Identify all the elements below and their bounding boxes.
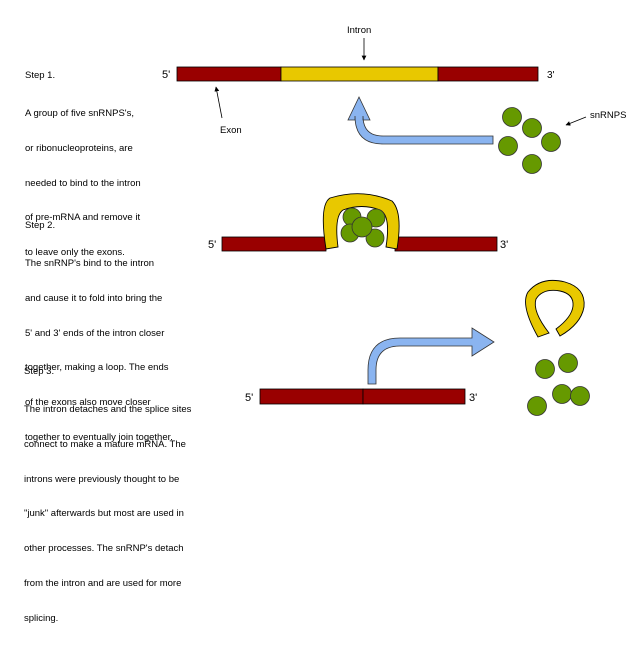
step-2-line: and cause it to fold into bring the [25,292,163,304]
step-1-line: or ribonucleoproteins, are [25,142,133,154]
intron-loop [322,193,400,250]
intron-segment [280,66,439,82]
snrnp-particle [535,359,555,379]
detach-arrow [367,327,495,385]
splicing-diagram: Step 1. A group of five snRNPS's, or rib… [24,25,626,624]
three-prime-label: 3' [547,70,555,81]
snrnp-particle [365,228,385,248]
step-3-line: from the intron and are used for more [24,577,182,589]
exon-pointer-arrow [214,86,223,119]
snrnp-particle [498,136,518,156]
step-1-line: A group of five snRNPS's, [25,107,135,119]
five-prime-label: 5' [162,69,170,81]
step-3-title: Step 3. [24,366,55,378]
step-2-line: 5' and 3' ends of the intron closer [25,327,165,339]
three-prime-label: 3' [500,239,508,251]
step-2-line: of the exons also move closer [25,397,151,409]
mature-mrna-exon-5prime [259,388,364,405]
step-1-line: needed to bind to the intron [25,177,141,189]
step-3-line: connect to make a mature mRNA. The [24,438,186,450]
step-2-text: Step 2. The snRNP's bind to the intron a… [25,197,173,467]
exon-3prime-segment [394,236,498,252]
diagram-graphics: 5' 3' Intron Exon snRNPS 5' [162,25,626,416]
detached-intron [525,279,585,338]
step-1-line: to leave only the exons. [25,247,125,259]
snrnp-particle [351,216,373,238]
five-prime-label: 5' [208,239,216,251]
step-2-line: The snRNP's bind to the intron [25,257,155,269]
step-1-graphic: 5' 3' Intron Exon snRNPS [162,25,626,174]
five-prime-label: 5' [245,392,253,404]
step-3-line: introns were previously thought to be [24,473,180,485]
exon-5prime-segment [221,236,327,252]
bind-arrow [347,96,494,145]
step-3-graphic: 5' 3' [245,279,590,416]
snrnp-particle [502,107,522,127]
exon-3prime-segment [437,66,539,82]
mature-mrna-exon-3prime [362,388,466,405]
step-1-text: Step 1. A group of five snRNPS's, or rib… [25,47,141,282]
step-3-line: The intron detaches and the splice sites [24,403,192,415]
step-3-line: splicing. [24,612,59,624]
three-prime-label: 3' [469,392,477,404]
step-3-line: "junk" afterwards but most are used in [24,508,184,520]
step-2-line: together, making a loop. The ends [25,362,169,374]
intron-label: Intron [347,25,371,36]
snrnp-particle [570,386,590,406]
exon-label: Exon [220,125,242,136]
step-2-title: Step 2. [25,220,56,232]
snrnps-pointer-arrow [565,116,587,126]
step-1-line: of pre-mRNA and remove it [25,212,141,224]
snrnp-particle [558,353,578,373]
snrnp-particle [522,154,542,174]
step-2-graphic: 5' 3' [208,193,508,252]
snrnps-label: snRNPS [590,110,626,121]
snrnp-particle [522,118,542,138]
step-3-line: other processes. The snRNP's detach [24,543,184,555]
step-1-title: Step 1. [25,70,56,82]
step-2-line: together to eventually join together. [25,431,173,443]
snrnp-particle [552,384,572,404]
snrnp-particle [541,132,561,152]
snrnp-particle [527,396,547,416]
exon-5prime-segment [176,66,282,82]
